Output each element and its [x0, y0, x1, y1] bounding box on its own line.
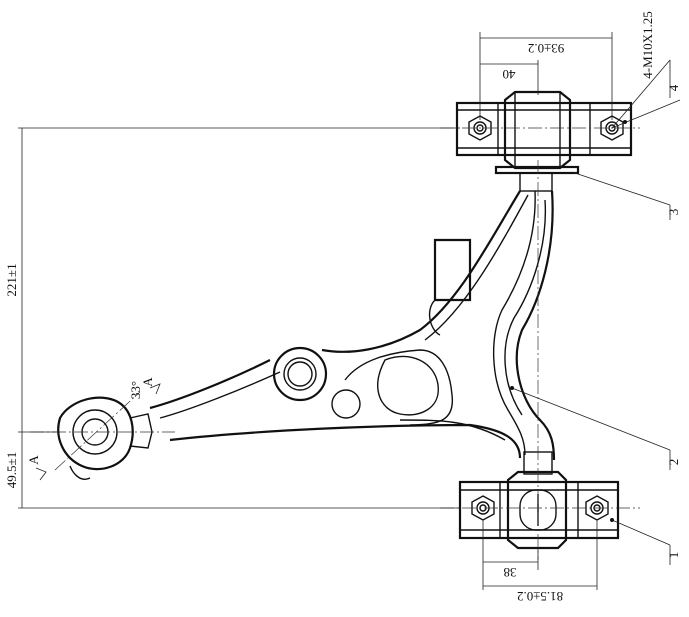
top-bracket	[440, 90, 640, 170]
bottom-bracket	[440, 470, 640, 550]
dim-93: 93±0.2	[528, 41, 564, 56]
angle-label: 33°	[128, 381, 143, 399]
callout-1: 1	[666, 552, 681, 559]
callout-2: 2	[666, 459, 681, 466]
pivot-boss	[272, 346, 328, 402]
hole-large	[377, 355, 439, 416]
thread-spec: 4-M10X1.25	[640, 11, 655, 79]
dim-49-5: 49.5±1	[4, 452, 19, 488]
leaders	[510, 59, 681, 565]
top-neck	[494, 165, 580, 192]
dim-38: 38	[504, 565, 517, 580]
callout-3: 3	[666, 209, 681, 216]
section-arrow-bottom	[35, 467, 47, 481]
section-marker-bottom: A	[26, 455, 41, 465]
hole-small	[331, 389, 361, 419]
dim-221: 221±1	[4, 263, 19, 296]
dim-40: 40	[503, 67, 516, 82]
dimensions	[18, 32, 613, 590]
section-arrow-top	[149, 383, 161, 395]
dim-81-5: 81.5±0.2	[517, 589, 563, 604]
arm-body	[149, 160, 556, 560]
section-marker-top: A	[140, 377, 155, 387]
ball-joint	[30, 391, 175, 480]
callout-4: 4	[666, 84, 681, 91]
